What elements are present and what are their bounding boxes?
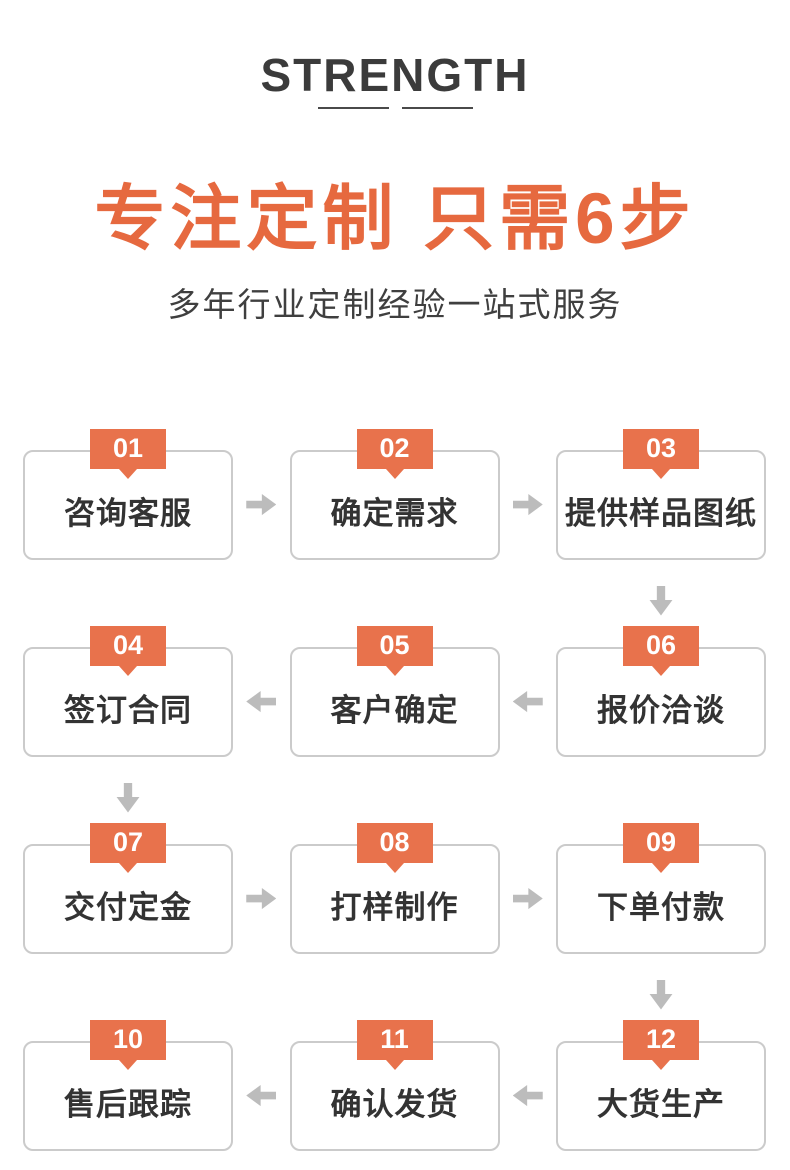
arrow-cell [233,844,290,954]
badge-notch-icon [119,665,137,676]
step-number: 05 [379,630,410,661]
heading-underline [0,107,790,109]
arrow-right-icon [512,887,543,910]
step-number: 04 [112,630,144,661]
step-number: 01 [112,433,144,464]
row-connector [0,560,790,647]
step-card-01: 01 咨询客服 [23,428,233,560]
step-label: 签订合同 [64,693,192,729]
process-flow-diagram: 01 咨询客服 02 确定需求 03 提供样品图纸 [0,428,790,1151]
arrow-right-icon [246,887,277,910]
step-label: 咨询客服 [64,496,192,532]
arrow-cell [500,844,557,954]
arrow-cell [233,647,290,757]
arrow-cell [233,450,290,560]
arrow-right-icon [246,493,277,516]
step-number: 06 [645,630,677,661]
subtitle: 多年行业定制经验一站式服务 [167,285,623,323]
flow-row-4: 10 售后跟踪 11 确认发货 12 大货生产 [0,1019,790,1151]
step-number: 08 [379,827,410,858]
step-number-badge: 12 [623,1019,699,1070]
badge-notch-icon [119,862,137,873]
step-number-badge: 07 [90,822,166,873]
step-number-badge: 09 [623,822,699,873]
step-number-badge: 03 [623,428,699,479]
arrow-down-icon [649,585,673,616]
step-card-03: 03 提供样品图纸 [556,428,766,560]
badge-notch-icon [652,468,670,479]
badge-notch-icon [119,468,137,479]
step-card-09: 09 下单付款 [556,822,766,954]
step-label: 大货生产 [597,1087,725,1123]
underline-dash-left [317,107,389,109]
step-label: 提供样品图纸 [565,496,757,532]
step-number-badge: 08 [356,822,433,873]
strength-heading: STRENGTH [260,49,530,101]
arrow-right-icon [512,493,543,516]
arrow-left-icon [512,1084,543,1107]
step-number: 07 [112,827,144,858]
arrow-left-icon [246,1084,277,1107]
arrow-down-icon [116,782,140,813]
step-number: 03 [645,433,677,464]
row-connector [0,757,790,844]
step-label: 确定需求 [330,496,459,532]
step-number-badge: 04 [90,625,166,676]
step-card-10: 10 售后跟踪 [23,1019,233,1151]
step-label: 报价洽谈 [597,693,725,729]
step-number: 10 [112,1024,144,1055]
step-label: 打样制作 [330,890,459,926]
step-card-05: 05 客户确定 [289,625,500,757]
step-number: 09 [645,827,677,858]
badge-notch-icon [652,862,670,873]
arrow-cell [500,450,557,560]
badge-notch-icon [385,1059,404,1070]
badge-notch-icon [385,862,404,873]
step-label: 售后跟踪 [64,1087,192,1123]
step-number-badge: 05 [356,625,433,676]
step-card-04: 04 签订合同 [23,625,233,757]
step-number-badge: 06 [623,625,699,676]
step-card-08: 08 打样制作 [289,822,500,954]
step-number-badge: 01 [90,428,166,479]
flow-row-1: 01 咨询客服 02 确定需求 03 提供样品图纸 [0,428,790,560]
step-number: 02 [379,433,410,464]
step-card-11: 11 确认发货 [289,1019,500,1151]
step-card-02: 02 确定需求 [289,428,500,560]
main-title: 专注定制 只需6步 [94,180,696,259]
step-label: 客户确定 [330,693,459,729]
arrow-cell [500,1041,557,1151]
step-number-badge: 02 [356,428,433,479]
step-card-12: 12 大货生产 [556,1019,766,1151]
flow-row-2: 04 签订合同 05 客户确定 06 报价洽谈 [0,625,790,757]
badge-notch-icon [652,1059,670,1070]
arrow-left-icon [246,690,277,713]
row-connector [0,954,790,1041]
badge-notch-icon [385,665,404,676]
step-number-badge: 10 [90,1019,166,1070]
flow-row-3: 07 交付定金 08 打样制作 09 下单付款 [0,822,790,954]
badge-notch-icon [652,665,670,676]
arrow-down-icon [649,979,673,1010]
arrow-cell [500,647,557,757]
step-number: 11 [380,1024,409,1055]
step-card-07: 07 交付定金 [23,822,233,954]
step-card-06: 06 报价洽谈 [556,625,766,757]
arrow-left-icon [512,690,543,713]
step-label: 确认发货 [330,1087,459,1123]
underline-dash-right [401,107,473,109]
section-header: STRENGTH 专注定制 只需6步 多年行业定制经验一站式服务 [0,0,790,326]
badge-notch-icon [119,1059,137,1070]
step-label: 下单付款 [597,890,725,926]
badge-notch-icon [385,468,404,479]
step-label: 交付定金 [64,890,192,926]
step-number: 12 [645,1024,677,1055]
step-number-badge: 11 [356,1019,433,1070]
arrow-cell [233,1041,290,1151]
